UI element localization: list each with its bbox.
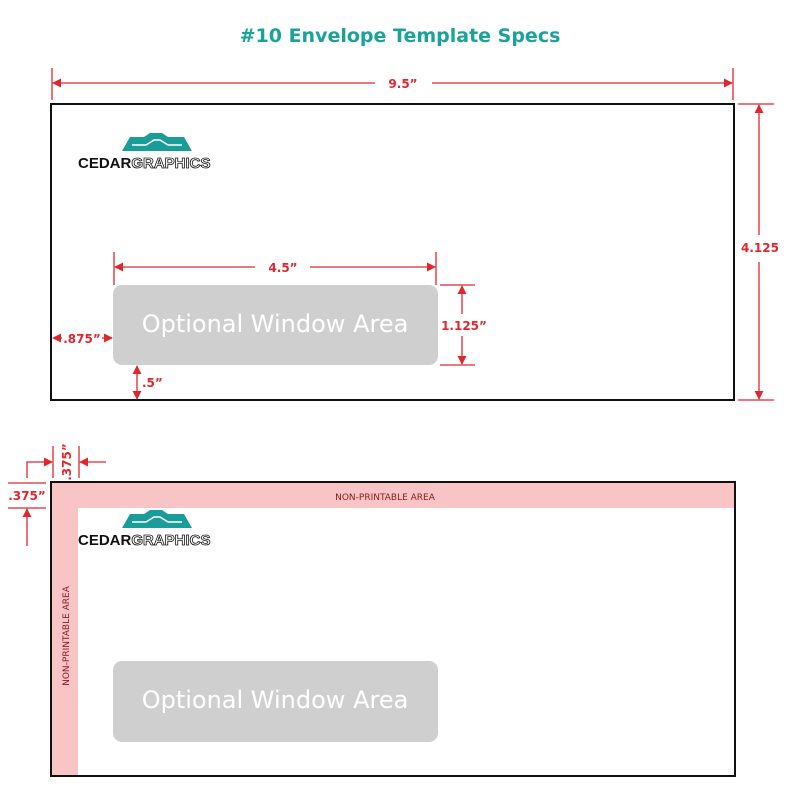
non-printable-top-label: NON-PRINTABLE AREA [335, 493, 436, 503]
envelope-front: 9.5” 4.125 CEDARGRAPHICS 4.5” Optional W… [50, 68, 779, 401]
page-title: #10 Envelope Template Specs [240, 25, 561, 47]
non-printable-left-band [52, 483, 78, 775]
window-label: Optional Window Area [142, 686, 409, 714]
window-width-label: 4.5” [268, 261, 297, 275]
svg-text:CEDARGRAPHICS: CEDARGRAPHICS [78, 532, 211, 549]
window-height-label: 1.125” [441, 319, 487, 333]
svg-text:CEDARGRAPHICS: CEDARGRAPHICS [78, 155, 211, 172]
cedar-graphics-logo: CEDARGRAPHICS [78, 132, 211, 172]
envelope-width-label: 9.5” [388, 77, 417, 91]
left-margin-label: .375” [8, 489, 46, 503]
non-printable-top-band [52, 483, 734, 508]
top-margin-label: .375” [60, 443, 74, 481]
envelope-height-label: 4.125 [741, 241, 779, 255]
optional-window-area [113, 661, 438, 742]
window-label: Optional Window Area [142, 310, 409, 338]
window-bottom-offset-label: .5” [142, 376, 163, 390]
optional-window-area [113, 285, 438, 365]
cedar-graphics-logo: CEDARGRAPHICS [78, 509, 211, 549]
envelope-printable: .375” .375” NON-PRINTABLE AREA NON-PRINT… [8, 443, 736, 777]
window-left-offset-label: .875” [63, 332, 101, 346]
non-printable-left-label: NON-PRINTABLE AREA [62, 585, 72, 686]
